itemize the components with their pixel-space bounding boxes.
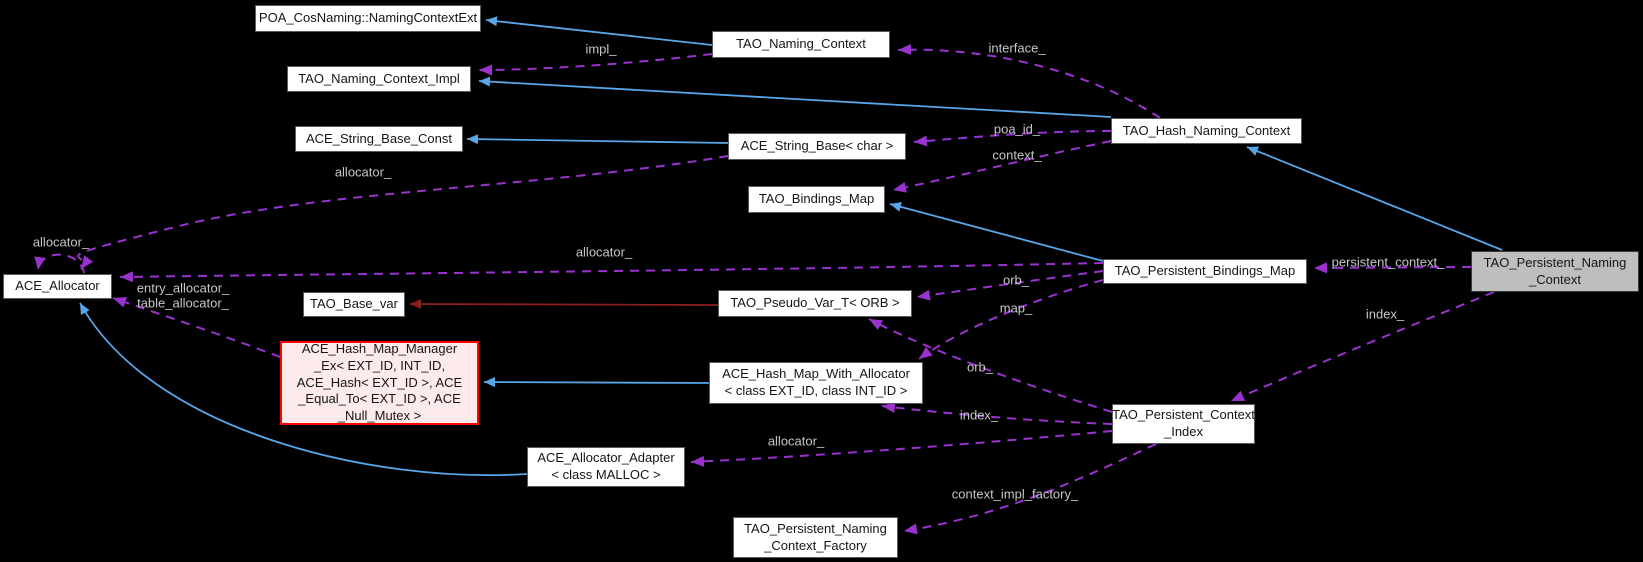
node-tao-persistent-context-index[interactable]: TAO_Persistent_Context _Index <box>1112 404 1255 444</box>
node-tao-persistent-naming-context: TAO_Persistent_Naming _Context <box>1471 251 1639 292</box>
node-tao-bindings-map[interactable]: TAO_Bindings_Map <box>748 186 885 213</box>
edge-usage-impl <box>478 53 713 76</box>
node-ace-allocator-adapter[interactable]: ACE_Allocator_Adapter < class MALLOC > <box>527 447 685 487</box>
edge-inherit-hashnaming-to-impl <box>478 76 1112 118</box>
edge-inherit-stringbase-to-stringbaseconst <box>466 134 729 145</box>
edge-usage-poa-id <box>913 130 1112 147</box>
edge-usage-context-impl-factory <box>903 443 1157 535</box>
node-tao-naming-context-impl[interactable]: TAO_Naming_Context_Impl <box>287 66 471 92</box>
edge-usage-persistent-context <box>1313 262 1472 274</box>
edge-usage-map <box>918 279 1104 360</box>
edge-inherit-persistentbindings-to-bindingsmap <box>889 202 1104 262</box>
node-poa-cosnaming-namingcontextext[interactable]: POA_CosNaming::NamingContextExt <box>255 5 481 32</box>
node-tao-persistent-naming-context-factory[interactable]: TAO_Persistent_Naming _Context_Factory <box>733 517 898 558</box>
edge-usage-context <box>892 140 1112 193</box>
edge-usage-interface <box>897 44 1161 119</box>
edge-inherit-allocatoradapter-to-allocator <box>79 302 528 477</box>
edge-usage-orb-contextindex <box>868 318 1113 413</box>
node-ace-string-base-char[interactable]: ACE_String_Base< char > <box>728 133 906 160</box>
edge-usage-allocator-adapter <box>690 430 1113 467</box>
edge-usage-allocator-stringbase <box>77 155 729 270</box>
node-tao-base-var[interactable]: TAO_Base_var <box>303 292 405 317</box>
edge-usage-allocator-persistentbindings <box>119 262 1104 283</box>
node-tao-pseudo-var-t-orb[interactable]: TAO_Pseudo_Var_T< ORB > <box>718 290 912 317</box>
edge-usage-index-contextindex <box>881 402 1113 425</box>
edge-usage-index-persistentnaming <box>1230 291 1495 402</box>
edge-usage-entry-table-allocator <box>112 297 281 358</box>
node-ace-hash-map-manager-ex[interactable]: ACE_Hash_Map_Manager _Ex< EXT_ID, INT_ID… <box>280 341 479 425</box>
node-tao-hash-naming-context[interactable]: TAO_Hash_Naming_Context <box>1111 118 1302 144</box>
edge-usage-orb-persistentbindings <box>916 270 1104 301</box>
node-ace-hash-map-with-allocator[interactable]: ACE_Hash_Map_With_Allocator < class EXT_… <box>709 362 923 404</box>
edge-inherit-persistentnaming-to-hashnaming <box>1246 146 1503 251</box>
node-tao-naming-context[interactable]: TAO_Naming_Context <box>712 31 890 58</box>
edge-usage-allocator-selfloop <box>34 253 85 274</box>
node-tao-persistent-bindings-map[interactable]: TAO_Persistent_Bindings_Map <box>1103 259 1307 284</box>
node-ace-string-base-const[interactable]: ACE_String_Base_Const <box>295 126 463 152</box>
edge-private-inherit-pseudovar-to-basevar <box>409 299 719 310</box>
node-ace-allocator[interactable]: ACE_Allocator <box>3 274 112 299</box>
edge-inherit-namingcontext-to-poa <box>485 16 713 46</box>
edge-inherit-withallocator-to-managerex <box>483 377 710 388</box>
